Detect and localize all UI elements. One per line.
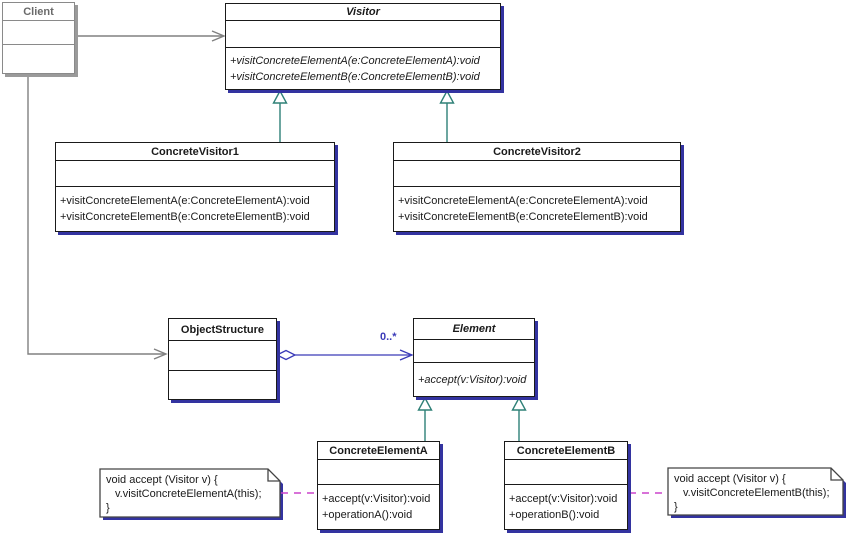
class-concreteelementb-attributes <box>505 460 627 485</box>
class-objectstructure-attributes <box>169 341 276 371</box>
class-client-attributes <box>3 21 74 45</box>
method: +accept(v:Visitor):void <box>418 373 527 386</box>
class-concreteelementa-title: ConcreteElementA <box>318 442 439 460</box>
class-objectstructure-methods <box>169 371 276 399</box>
class-concretevisitor1-attributes <box>56 161 334 187</box>
class-concretevisitor2-methods: +visitConcreteElementA(e:ConcreteElement… <box>394 187 680 231</box>
concretevisitor2-generalization <box>439 89 455 142</box>
concreteelementa-generalization <box>417 396 433 441</box>
class-concreteelementa-methods: +accept(v:Visitor):void +operationA():vo… <box>318 485 439 529</box>
class-element: Element +accept(v:Visitor):void <box>413 318 535 397</box>
class-concretevisitor2: ConcreteVisitor2 +visitConcreteElementA(… <box>393 142 681 232</box>
class-concreteelementb-methods: +accept(v:Visitor):void +operationB():vo… <box>505 485 627 529</box>
client-visitor-association <box>75 30 226 42</box>
method: +visitConcreteElementB(e:ConcreteElement… <box>230 70 480 83</box>
class-visitor-methods: +visitConcreteElementA(e:ConcreteElement… <box>226 48 500 89</box>
concreteelementb-generalization <box>511 396 527 441</box>
method: +operationA():void <box>322 509 413 521</box>
note-line: } <box>674 501 678 513</box>
class-element-title: Element <box>414 319 534 340</box>
multiplicity-label: 0..* <box>380 331 397 343</box>
note-line: void accept (Visitor v) { <box>674 473 786 485</box>
class-concretevisitor2-attributes <box>394 161 680 187</box>
method: +visitConcreteElementA(e:ConcreteElement… <box>230 54 480 67</box>
method: +operationB():void <box>509 509 600 521</box>
client-objectstructure-association <box>27 77 168 360</box>
note-line: void accept (Visitor v) { <box>106 474 218 486</box>
class-objectstructure: ObjectStructure <box>168 318 277 400</box>
note-accept-b <box>667 467 846 518</box>
class-objectstructure-title: ObjectStructure <box>169 319 276 341</box>
method: +visitConcreteElementB(e:ConcreteElement… <box>398 211 648 223</box>
note-accept-a <box>99 468 283 520</box>
class-visitor: Visitor +visitConcreteElementA(e:Concret… <box>225 3 501 90</box>
class-element-methods: +accept(v:Visitor):void <box>414 363 534 396</box>
class-client-methods <box>3 45 74 73</box>
class-concretevisitor1-title: ConcreteVisitor1 <box>56 143 334 161</box>
method: +visitConcreteElementA(e:ConcreteElement… <box>60 195 310 207</box>
note-line: v.visitConcreteElementA(this); <box>115 488 262 500</box>
class-concretevisitor2-title: ConcreteVisitor2 <box>394 143 680 161</box>
method: +accept(v:Visitor):void <box>509 493 618 505</box>
class-concretevisitor1-methods: +visitConcreteElementA(e:ConcreteElement… <box>56 187 334 231</box>
method: +accept(v:Visitor):void <box>322 493 431 505</box>
class-concreteelementb: ConcreteElementB +accept(v:Visitor):void… <box>504 441 628 530</box>
class-client-title: Client <box>3 3 74 21</box>
note-accept-b-text: void accept (Visitor v) { v.visitConcret… <box>674 472 842 514</box>
method: +visitConcreteElementB(e:ConcreteElement… <box>60 211 310 223</box>
class-element-attributes <box>414 340 534 363</box>
class-concreteelementa-attributes <box>318 460 439 485</box>
class-visitor-attributes <box>226 21 500 48</box>
method: +visitConcreteElementA(e:ConcreteElement… <box>398 195 648 207</box>
class-concreteelementa: ConcreteElementA +accept(v:Visitor):void… <box>317 441 440 530</box>
class-visitor-title: Visitor <box>226 4 500 21</box>
note-line: } <box>106 502 110 514</box>
note-accept-a-text: void accept (Visitor v) { v.visitConcret… <box>106 473 278 515</box>
objectstructure-element-aggregation <box>275 349 414 361</box>
class-client: Client <box>2 2 75 74</box>
note-line: v.visitConcreteElementB(this); <box>683 487 830 499</box>
concretevisitor1-generalization <box>272 89 288 142</box>
class-concretevisitor1: ConcreteVisitor1 +visitConcreteElementA(… <box>55 142 335 232</box>
class-concreteelementb-title: ConcreteElementB <box>505 442 627 460</box>
